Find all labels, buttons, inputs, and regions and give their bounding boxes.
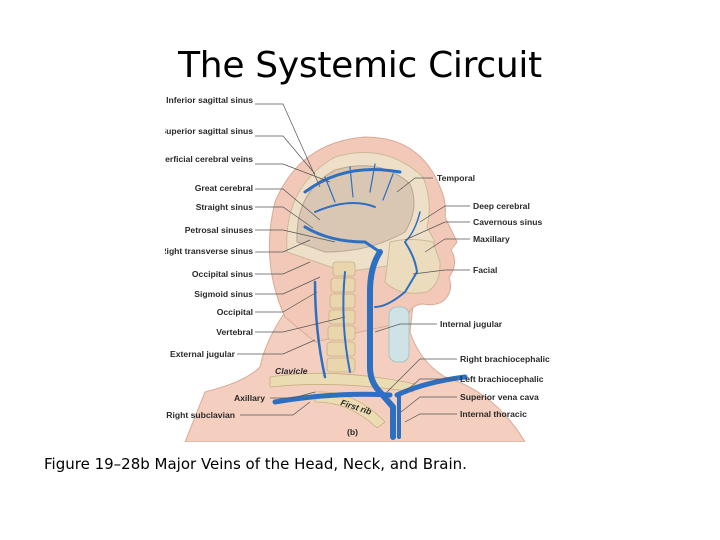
veins	[272, 163, 468, 440]
label-internal-thoracic: Internal thoracic	[460, 409, 527, 419]
label-inferior-sagittal-sinus: Inferior sagittal sinus	[166, 95, 253, 105]
label-right-transverse-sinus: Right transverse sinus	[165, 246, 253, 256]
label-right-subclavian: Right subclavian	[166, 410, 235, 420]
label-petrosal-sinuses: Petrosal sinuses	[185, 225, 254, 235]
trachea	[388, 306, 410, 363]
label-left-brachiocephalic: Left brachiocephalic	[460, 374, 544, 384]
label-internal-jugular: Internal jugular	[440, 319, 503, 329]
label-facial: Facial	[473, 265, 497, 275]
label-deep-cerebral: Deep cerebral	[473, 201, 530, 211]
right-labels: Temporal Deep cerebral Cavernous sinus M…	[437, 173, 550, 419]
label-great-cerebral: Great cerebral	[195, 183, 253, 193]
left-labels: Inferior sagittal sinus Superior sagitta…	[165, 95, 265, 420]
jaw-bone	[384, 239, 441, 294]
label-occipital-sinus: Occipital sinus	[192, 269, 253, 279]
label-cavernous-sinus: Cavernous sinus	[473, 217, 542, 227]
label-axillary: Axillary	[234, 393, 265, 403]
veins-head-neck-figure: Inferior sagittal sinus Superior sagitta…	[165, 92, 565, 442]
label-right-brachiocephalic: Right brachiocephalic	[460, 354, 550, 364]
label-maxillary: Maxillary	[473, 234, 510, 244]
label-occipital: Occipital	[217, 307, 253, 317]
left-leader-lines	[237, 103, 346, 416]
cervical-vertebrae	[326, 261, 356, 373]
label-superior-sagittal-sinus: Superior sagittal sinus	[165, 126, 253, 136]
panel-label: (b)	[347, 427, 358, 437]
label-straight-sinus: Straight sinus	[196, 202, 254, 212]
slide-title: The Systemic Circuit	[178, 45, 542, 86]
label-external-jugular: External jugular	[170, 349, 236, 359]
label-superficial-cerebral-veins: Superficial cerebral veins	[165, 154, 253, 164]
label-sigmoid-sinus: Sigmoid sinus	[194, 289, 253, 299]
figure-caption: Figure 19–28b Major Veins of the Head, N…	[44, 455, 467, 473]
right-leader-lines	[374, 177, 470, 423]
label-clavicle: Clavicle	[275, 366, 308, 376]
label-vertebral: Vertebral	[216, 327, 253, 337]
label-superior-vena-cava: Superior vena cava	[460, 392, 539, 402]
label-temporal: Temporal	[437, 173, 475, 183]
